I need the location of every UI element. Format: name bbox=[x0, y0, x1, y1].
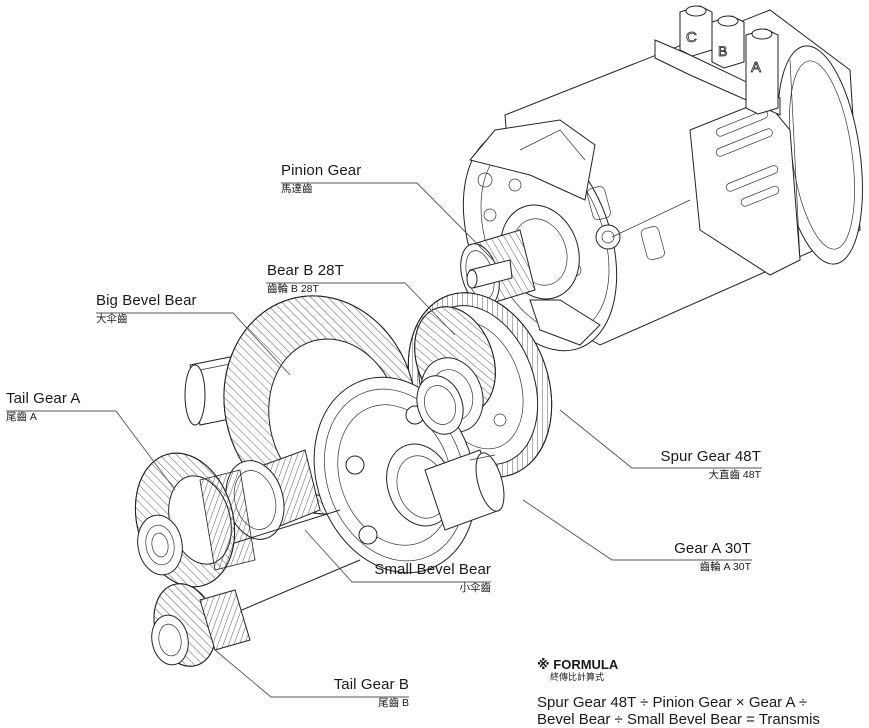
formula-heading-zh: 終傳比計算式 bbox=[550, 672, 605, 682]
leader-big-bevel-bear bbox=[96, 312, 291, 376]
leader-bear-b bbox=[266, 282, 456, 336]
label-pinion-gear-en: Pinion Gear bbox=[281, 162, 362, 179]
formula-line-1: Spur Gear 48T ÷ Pinion Gear × Gear A ÷ bbox=[537, 694, 808, 711]
differential bbox=[184, 295, 505, 574]
label-pinion-gear: Pinion Gear 馬達齒 bbox=[281, 162, 361, 196]
label-big-bevel-bear-en: Big Bevel Bear bbox=[96, 292, 197, 309]
terminal-label-a: A bbox=[751, 59, 761, 76]
label-small-bevel-bear-zh: 小伞齒 bbox=[459, 582, 492, 594]
pinion-gear-part bbox=[460, 229, 536, 307]
leader-tail-gear-a bbox=[6, 410, 176, 491]
label-spur-gear: Spur Gear 48T 大直齒 48T bbox=[660, 448, 761, 482]
label-tail-gear-a-zh: 尾齒 A bbox=[6, 411, 37, 423]
note-mark-icon: ※ bbox=[537, 657, 550, 672]
label-small-bevel-bear: Small Bevel Bear 小伞齒 bbox=[374, 561, 491, 595]
label-spur-gear-en: Spur Gear 48T bbox=[660, 448, 761, 465]
leader-pinion-gear bbox=[281, 182, 496, 263]
label-spur-gear-zh: 大直齒 48T bbox=[708, 469, 761, 481]
tail-gear-b-part bbox=[151, 583, 251, 667]
terminal-a: A bbox=[745, 28, 779, 115]
label-bear-b: Bear B 28T 齒輪 B 28T bbox=[267, 262, 344, 296]
terminal-label-c: C bbox=[686, 29, 697, 46]
label-gear-a: Gear A 30T 齒輪 A 30T bbox=[674, 540, 751, 574]
leader-tail-gear-b bbox=[214, 649, 409, 698]
leader-spur-gear bbox=[559, 409, 762, 469]
label-tail-gear-b-en: Tail Gear B bbox=[333, 676, 409, 693]
label-tail-gear-b: Tail Gear B 尾齒 B bbox=[334, 676, 409, 710]
label-pinion-gear-zh: 馬達齒 bbox=[281, 183, 313, 195]
label-gear-a-en: Gear A 30T bbox=[674, 540, 751, 557]
label-tail-gear-b-zh: 尾齒 B bbox=[378, 697, 409, 709]
leader-gear-a bbox=[522, 499, 752, 561]
formula-heading-text: FORMULA bbox=[553, 657, 619, 672]
formula-block: ※ FORMULA 終傳比計算式 Spur Gear 48T ÷ Pinion … bbox=[537, 658, 820, 728]
tail-gear-a-part bbox=[134, 452, 256, 588]
terminal-b: B bbox=[711, 15, 745, 69]
label-gear-a-zh: 齒輪 A 30T bbox=[699, 561, 751, 573]
terminal-label-b: B bbox=[718, 43, 727, 59]
formula-heading: ※ FORMULA bbox=[537, 658, 820, 672]
label-bear-b-en: Bear B 28T bbox=[267, 262, 344, 279]
label-tail-gear-a: Tail Gear A 尾齒 A bbox=[6, 390, 80, 424]
formula-line-2: Bevel Bear ÷ Small Bevel Bear = Transmis bbox=[537, 711, 820, 728]
label-big-bevel-bear-zh: 大伞齒 bbox=[96, 313, 128, 325]
terminal-c: C bbox=[679, 5, 713, 57]
label-big-bevel-bear: Big Bevel Bear 大伞齒 bbox=[96, 292, 197, 326]
label-bear-b-zh: 齒輪 B 28T bbox=[267, 283, 319, 295]
label-tail-gear-a-en: Tail Gear A bbox=[6, 390, 81, 407]
label-small-bevel-bear-en: Small Bevel Bear bbox=[374, 561, 491, 578]
leader-lines bbox=[6, 182, 762, 698]
leader-small-bevel-bear bbox=[304, 529, 491, 583]
motor: C B A bbox=[462, 5, 863, 352]
